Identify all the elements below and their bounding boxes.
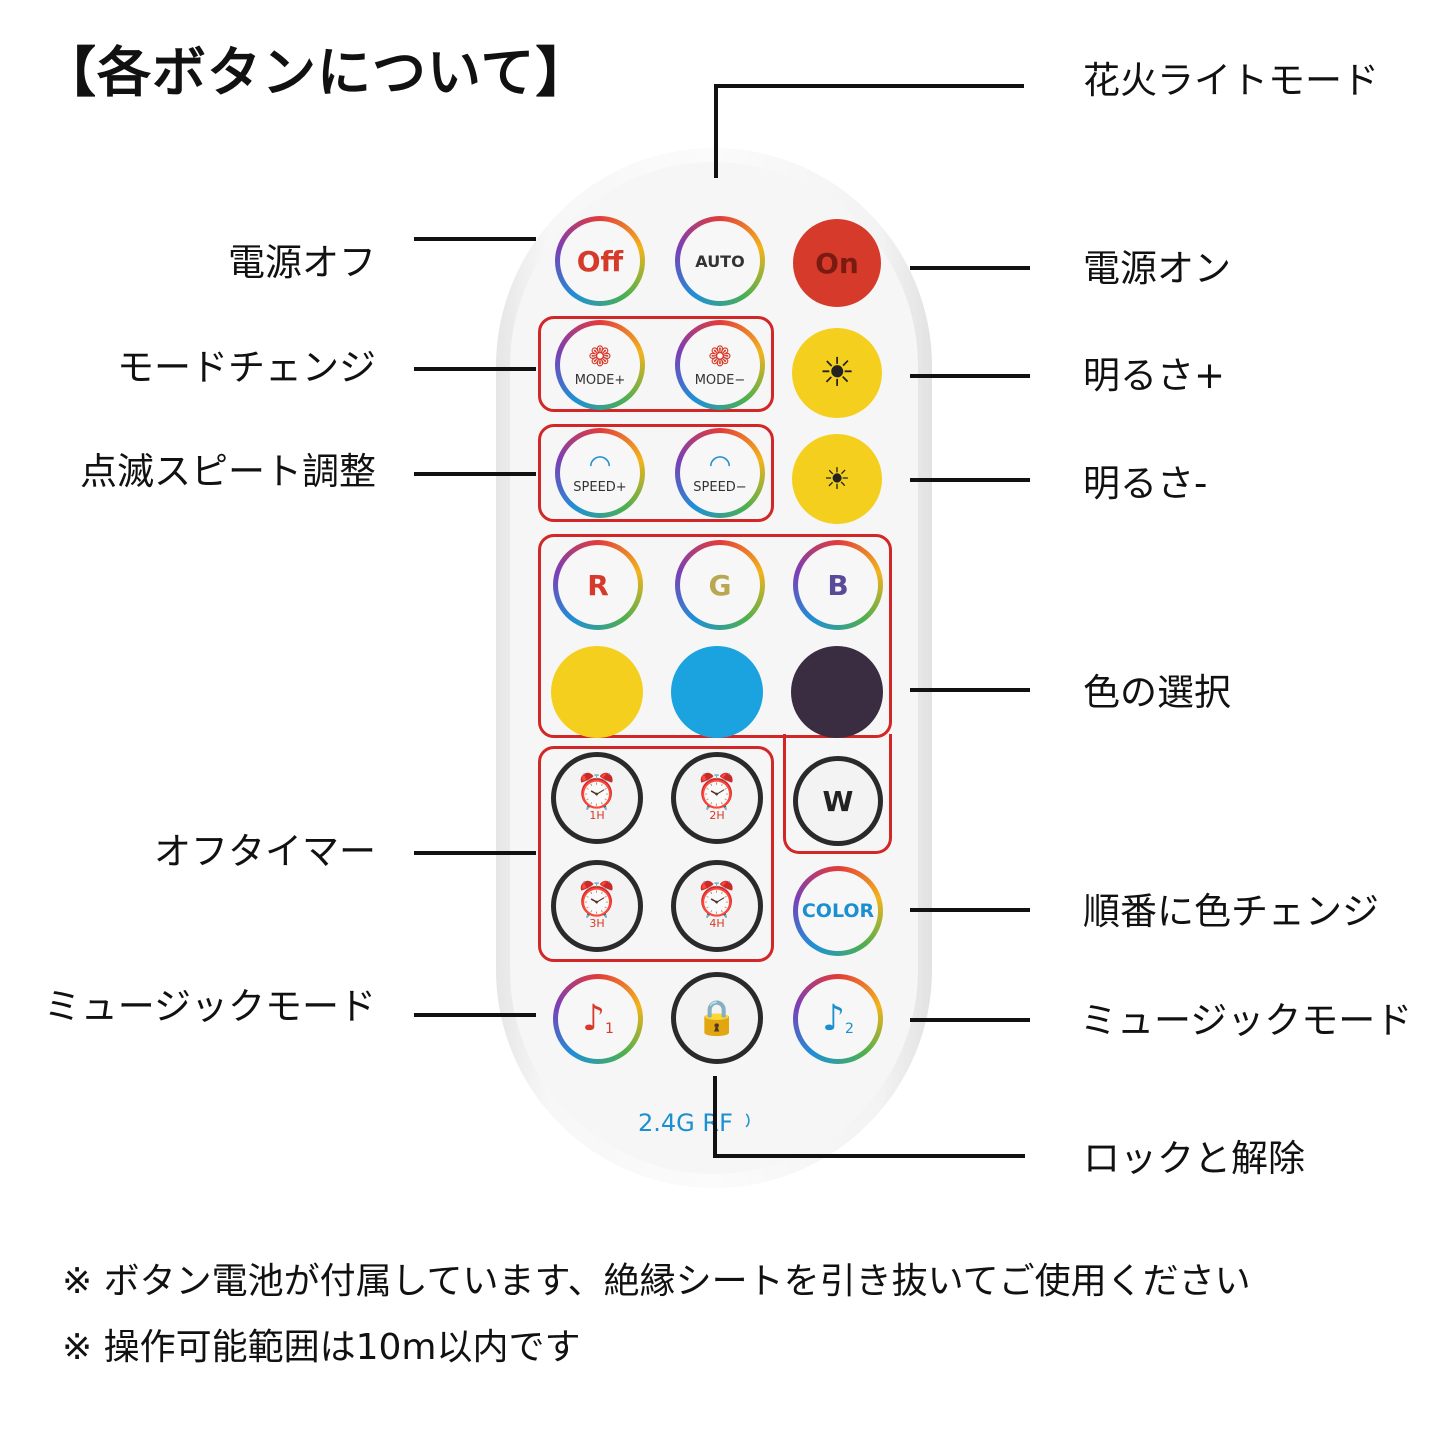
speed-plus-label: SPEED+: [573, 479, 627, 495]
timer-3h-button[interactable]: ⏰ 3H: [551, 860, 643, 952]
yellow-button[interactable]: [551, 646, 643, 738]
label-lock: ロックと解除: [1083, 1137, 1305, 1180]
rf-label: 2.4G RF: [638, 1109, 733, 1137]
label-flash-speed: 点滅スピート調整: [80, 450, 376, 493]
white-button[interactable]: W: [793, 756, 883, 846]
label-brightness-down: 明るさ-: [1083, 462, 1208, 505]
timer-3h-label: 3H: [589, 916, 605, 930]
callout-line: [414, 472, 536, 476]
alarm-clock-icon: ⏰: [575, 879, 619, 920]
label-brightness-up: 明るさ+: [1083, 354, 1226, 397]
label-off-timer: オフタイマー: [154, 830, 376, 873]
mode-plus-button[interactable]: ❁ MODE+: [555, 320, 645, 410]
auto-button[interactable]: AUTO: [675, 216, 765, 306]
music-mode-1-button[interactable]: ♪ 1: [553, 974, 643, 1064]
note-battery: ※ ボタン電池が付属しています、絶縁シートを引き抜いてご使用ください: [62, 1261, 1251, 1302]
speedometer-icon: ◠: [588, 449, 612, 480]
green-button[interactable]: G: [675, 540, 765, 630]
purple-button[interactable]: [791, 646, 883, 738]
blue-button[interactable]: B: [793, 540, 883, 630]
music-note-icon: ♪: [822, 998, 846, 1039]
speedometer-icon: ◠: [708, 449, 732, 480]
lock-icon: 🔒: [695, 998, 739, 1038]
mode-minus-button[interactable]: ❁ MODE−: [675, 320, 765, 410]
power-off-button[interactable]: Off: [555, 216, 645, 306]
rf-label-group: 2.4G RF ◝: [638, 1108, 758, 1138]
brightness-up-button[interactable]: ☀: [792, 328, 882, 418]
white-label: W: [822, 784, 854, 818]
green-label: G: [708, 568, 732, 602]
label-color-select: 色の選択: [1083, 671, 1231, 714]
music-mode-2-label: 2: [845, 1021, 854, 1037]
power-on-button[interactable]: On: [793, 219, 881, 307]
music-mode-2-button[interactable]: ♪ 2: [793, 974, 883, 1064]
callout-line: [910, 1018, 1030, 1022]
red-label: R: [587, 568, 609, 602]
callout-line: [910, 478, 1030, 482]
label-music-mode-left: ミュージックモード: [43, 985, 376, 1028]
power-off-label: Off: [576, 244, 624, 278]
cyan-button[interactable]: [671, 646, 763, 738]
music-mode-1-label: 1: [605, 1021, 614, 1037]
power-on-label: On: [815, 246, 859, 280]
label-color-cycle: 順番に色チェンジ: [1083, 890, 1379, 933]
color-cycle-button[interactable]: COLOR: [793, 866, 883, 956]
label-power-off: 電源オフ: [228, 241, 376, 284]
callout-line: [713, 1076, 717, 1158]
callout-line: [714, 84, 718, 178]
blue-label: B: [827, 568, 849, 602]
alarm-clock-icon: ⏰: [695, 879, 739, 920]
rgb-circles-icon: ❁: [588, 339, 612, 373]
label-mode-change: モードチェンジ: [117, 346, 376, 389]
timer-1h-button[interactable]: ⏰ 1H: [551, 752, 643, 844]
timer-2h-label: 2H: [709, 808, 725, 822]
page-title: 【各ボタンについて】: [42, 41, 591, 104]
mode-plus-label: MODE+: [574, 372, 626, 388]
color-group-box-w: [783, 734, 892, 854]
sun-icon: ☀: [823, 461, 851, 497]
auto-label: AUTO: [695, 251, 745, 271]
alarm-clock-icon: ⏰: [695, 771, 739, 812]
callout-line: [713, 1154, 1025, 1158]
mode-group-box: [538, 316, 774, 412]
label-power-on: 電源オン: [1083, 247, 1231, 290]
callout-line: [910, 908, 1030, 912]
speed-group-box: [538, 424, 774, 522]
color-cycle-label: COLOR: [801, 900, 875, 922]
note-range: ※ 操作可能範囲は10m以内です: [62, 1327, 581, 1368]
timer-2h-button[interactable]: ⏰ 2H: [671, 752, 763, 844]
rgb-circles-icon: ❁: [708, 339, 732, 373]
callout-line: [414, 237, 536, 241]
lock-button[interactable]: 🔒: [671, 972, 763, 1064]
timer-4h-button[interactable]: ⏰ 4H: [671, 860, 763, 952]
speed-minus-label: SPEED−: [693, 479, 747, 495]
timer-4h-label: 4H: [709, 916, 725, 930]
callout-line: [910, 688, 1030, 692]
label-fireworks-mode: 花火ライトモード: [1083, 59, 1379, 102]
callout-line: [414, 1013, 536, 1017]
callout-line: [910, 266, 1030, 270]
callout-line: [714, 84, 1024, 88]
sun-icon: ☀: [819, 350, 855, 396]
music-note-icon: ♪: [582, 998, 606, 1039]
callout-line: [414, 367, 536, 371]
label-music-mode-right: ミュージックモード: [1080, 999, 1413, 1042]
callout-line: [910, 374, 1030, 378]
speed-plus-button[interactable]: ◠ SPEED+: [555, 428, 645, 518]
timer-group-box: [538, 746, 774, 962]
timer-1h-label: 1H: [589, 808, 605, 822]
speed-minus-button[interactable]: ◠ SPEED−: [675, 428, 765, 518]
mode-minus-label: MODE−: [694, 372, 746, 388]
alarm-clock-icon: ⏰: [575, 771, 619, 812]
callout-line: [414, 851, 536, 855]
brightness-down-button[interactable]: ☀: [792, 434, 882, 524]
red-button[interactable]: R: [553, 540, 643, 630]
